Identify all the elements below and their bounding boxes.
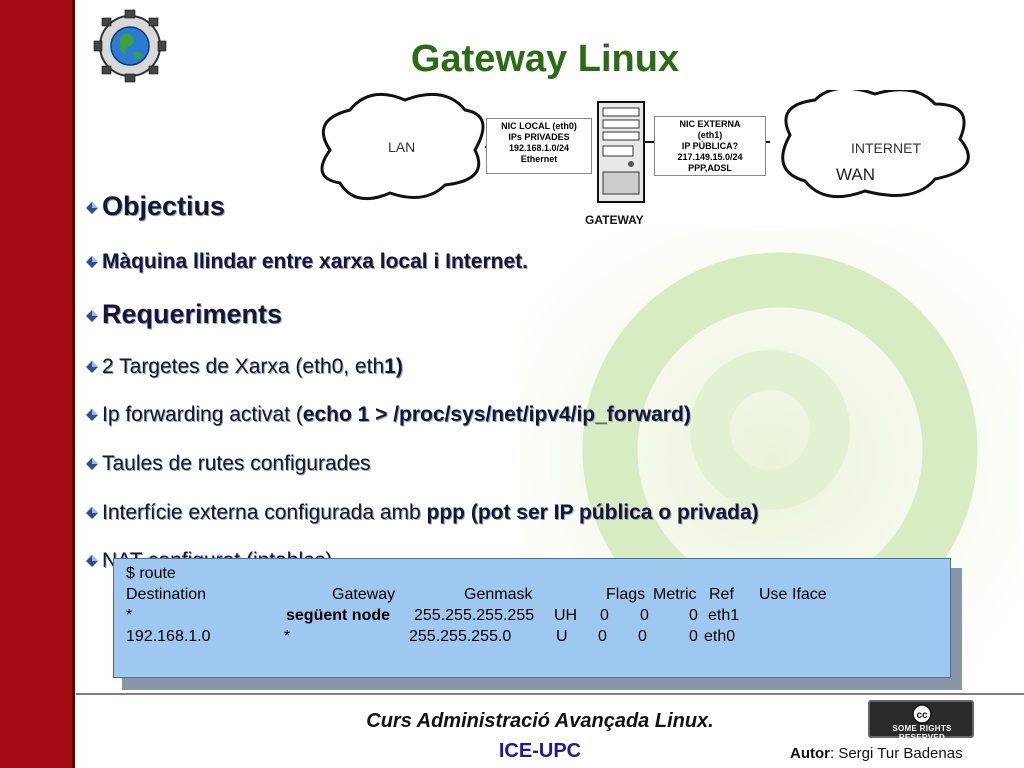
bullet-ipforwarding: Ip forwarding activat (echo 1 > /proc/sy… — [86, 403, 691, 427]
bullet-maquina: Màquina llindar entre xarxa local i Inte… — [86, 250, 528, 274]
nic-local-line: IPs PRIVADES — [508, 132, 570, 142]
footer-divider — [76, 693, 1024, 695]
route-cell: U — [556, 628, 568, 645]
route-cell: 0 — [689, 607, 698, 624]
globe-logo-icon — [93, 9, 167, 83]
bullet-text: Ip forwarding activat ( — [102, 403, 303, 426]
bullet-text-bold: ppp (pot ser IP pública o privada) — [426, 501, 759, 524]
route-cell: UH — [554, 607, 578, 624]
bullet-icon — [86, 309, 98, 322]
internet-label: INTERNET — [851, 140, 921, 156]
course-title: Curs Administració Avançada Linux. — [366, 710, 714, 732]
bullet-icon — [86, 507, 98, 520]
creative-commons-badge[interactable]: cc SOME RIGHTS RESERVED — [868, 700, 974, 742]
bullet-icon — [86, 555, 98, 568]
nic-local-line: Ethernet — [520, 154, 558, 164]
bullet-text: Objectius — [102, 191, 226, 221]
route-command-row: $ route — [126, 563, 950, 584]
bullet-text: Interfície externa configurada amb — [102, 501, 427, 524]
nic-local-line: 192.168.1.0/24 — [508, 143, 570, 153]
bullet-icon — [86, 361, 98, 374]
route-cell: eth0 — [704, 628, 736, 645]
page-title: Gateway Linux — [410, 38, 680, 80]
route-cell: 255.255.255.0 — [409, 628, 512, 645]
author-label: Autor — [790, 745, 830, 762]
internet-cloud-icon — [781, 90, 970, 199]
bullet-icon — [86, 458, 98, 471]
bullet-text-bold: echo 1 > /proc/sys/net/ipv4/ip_forward — [302, 403, 684, 426]
left-sidebar — [0, 0, 75, 768]
institution-name: ICE-UPC — [498, 740, 582, 762]
bullet-text-bold: ) — [683, 403, 691, 426]
route-cell: següent node — [286, 607, 391, 624]
route-cell: 0 — [600, 607, 609, 624]
bullet-objectius: Objectius — [86, 191, 225, 222]
route-header-cell: Destination — [126, 586, 207, 603]
svg-text:cc: cc — [916, 710, 928, 721]
nic-external-line: (eth1) — [697, 130, 723, 140]
route-cell: 0 — [638, 628, 647, 645]
bullet-icon — [86, 201, 98, 214]
gateway-label: GATEWAY — [585, 213, 644, 227]
route-cell: * — [126, 607, 133, 624]
bullet-text-bold: ) — [395, 355, 403, 378]
nic-external-line: NIC EXTERNA — [679, 119, 741, 129]
cc-badge-text: SOME RIGHTS RESERVED — [892, 724, 952, 742]
bullet-taules: Taules de rutes configurades — [86, 452, 371, 476]
lan-label: LAN — [388, 139, 416, 155]
nic-external-line: PPP,ADSL — [688, 163, 732, 173]
route-output-box: $ route Destination Gateway Genmask Flag… — [113, 558, 951, 678]
route-table-row: * següent node 255.255.255.255 UH 0 0 0 … — [126, 605, 950, 626]
nic-local-box: NIC LOCAL (eth0) IPs PRIVADES 192.168.1.… — [486, 118, 592, 174]
nic-external-line: 217.149.15.0/24 — [677, 152, 743, 162]
nic-local-line: NIC LOCAL (eth0) — [501, 121, 577, 131]
route-header-cell: Genmask — [464, 586, 533, 603]
route-command: $ route — [126, 565, 176, 582]
nic-external-line: IP PÚBLICA? — [681, 141, 739, 151]
author-credit: Autor: Sergi Tur Badenas — [790, 745, 963, 762]
bullet-targetes: 2 Targetes de Xarxa (eth0, eth1) — [86, 355, 403, 379]
route-header-cell: Use — [759, 586, 788, 603]
route-table-row: 192.168.1.0 * 255.255.255.0 U 0 0 0 eth0 — [126, 626, 950, 647]
route-cell: 0 — [689, 628, 698, 645]
route-cell: * — [284, 628, 291, 645]
route-cell: 0 — [640, 607, 649, 624]
bullet-text: Requeriments — [102, 299, 283, 329]
bullet-requeriments: Requeriments — [86, 299, 282, 330]
route-cell: 0 — [598, 628, 607, 645]
bullet-text-bold: 1 — [384, 355, 396, 378]
bullet-text: Màquina llindar entre xarxa local i Inte… — [102, 250, 528, 273]
network-diagram: LAN INTERNET WAN GATEWAY NIC LOCAL (eth0… — [300, 90, 1020, 240]
bullet-text: 2 Targetes de Xarxa (eth0, eth — [102, 355, 385, 378]
route-header-cell: Metric — [653, 586, 697, 603]
route-header-cell: Gateway — [332, 586, 396, 603]
route-cell: 192.168.1.0 — [126, 628, 211, 645]
lan-cloud-icon — [320, 92, 485, 201]
bullet-text: Taules de rutes configurades — [102, 452, 371, 475]
server-icon — [597, 101, 645, 203]
nic-external-box: NIC EXTERNA (eth1) IP PÚBLICA? 217.149.1… — [654, 116, 766, 176]
route-header-row: Destination Gateway Genmask Flags Metric… — [126, 584, 950, 605]
route-header-cell: Flags — [606, 586, 646, 603]
bullet-icon — [86, 256, 98, 269]
bullet-interficie: Interfície externa configurada amb ppp (… — [86, 501, 759, 525]
cc-logo-icon: cc — [912, 704, 932, 724]
route-cell: eth1 — [708, 607, 740, 624]
route-header-cell: Iface — [792, 586, 827, 603]
route-cell: 255.255.255.255 — [414, 607, 535, 624]
wan-label: WAN — [836, 165, 876, 184]
author-name: : Sergi Tur Badenas — [830, 745, 963, 762]
route-header-cell: Ref — [709, 586, 734, 603]
bullet-icon — [86, 409, 98, 422]
